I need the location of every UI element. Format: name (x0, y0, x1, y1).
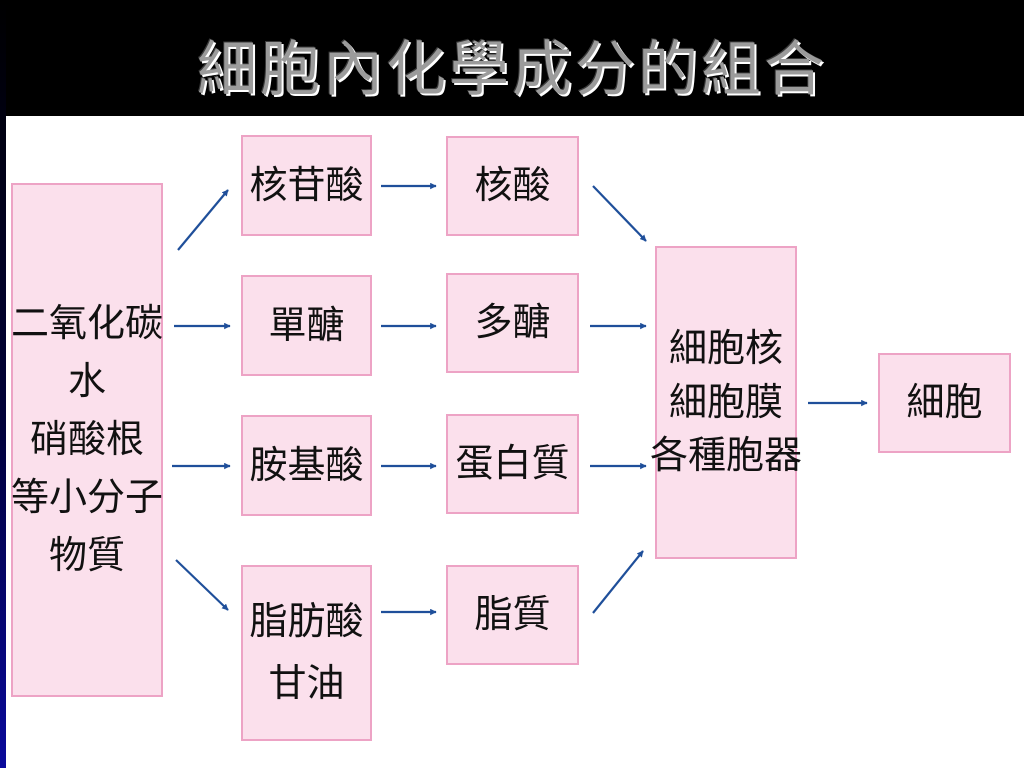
slide-title: 細胞內化學成分的組合 (197, 35, 827, 105)
box-nucleic-acid: 核酸 (446, 136, 579, 236)
source-line-4: 等小分子 (11, 474, 164, 519)
amino-acid-label: 胺基酸 (249, 442, 364, 487)
structure-line-2: 細胞膜 (668, 379, 783, 424)
structure-line-3: 各種胞器 (650, 433, 803, 478)
left-edge-strip (0, 0, 6, 768)
nucleotide-label: 核苷酸 (249, 162, 364, 207)
cell-label: 細胞 (906, 380, 983, 425)
arrow-lipid-to-structures (592, 550, 644, 614)
structure-line-1: 細胞核 (668, 325, 783, 370)
box-protein: 蛋白質 (446, 414, 579, 514)
source-line-2: 水 (67, 359, 106, 404)
lipid-label: 脂質 (474, 592, 551, 637)
polysaccharide-label: 多醣 (474, 300, 551, 345)
source-line-3: 硝酸根 (29, 417, 144, 462)
nucleic-acid-label: 核酸 (474, 163, 551, 208)
box-cell: 細胞 (878, 353, 1011, 453)
box-small-molecules: 二氧化碳 水 硝酸根 等小分子 物質 (11, 183, 163, 697)
protein-label: 蛋白質 (455, 441, 570, 486)
box-amino-acid: 胺基酸 (241, 415, 372, 516)
source-line-5: 物質 (48, 532, 125, 577)
fatty-acid-label: 脂肪酸 (249, 599, 364, 644)
arrow-source-to-nucleotide (177, 189, 229, 251)
box-polysaccharide: 多醣 (446, 273, 579, 373)
box-fatty-acid-glycerol: 脂肪酸 甘油 (241, 565, 372, 741)
arrow-source-to-fatty-acid (175, 559, 229, 611)
glycerol-label: 甘油 (268, 661, 345, 705)
box-lipid: 脂質 (446, 565, 579, 665)
arrow-nucleic-acid-to-structures (592, 185, 647, 242)
source-line-1: 二氧化碳 (11, 301, 164, 346)
box-nucleotide: 核苷酸 (241, 135, 372, 236)
monosaccharide-label: 單醣 (268, 302, 345, 347)
box-cell-structures: 細胞核 細胞膜 各種胞器 (650, 246, 802, 559)
box-monosaccharide: 單醣 (241, 275, 372, 376)
